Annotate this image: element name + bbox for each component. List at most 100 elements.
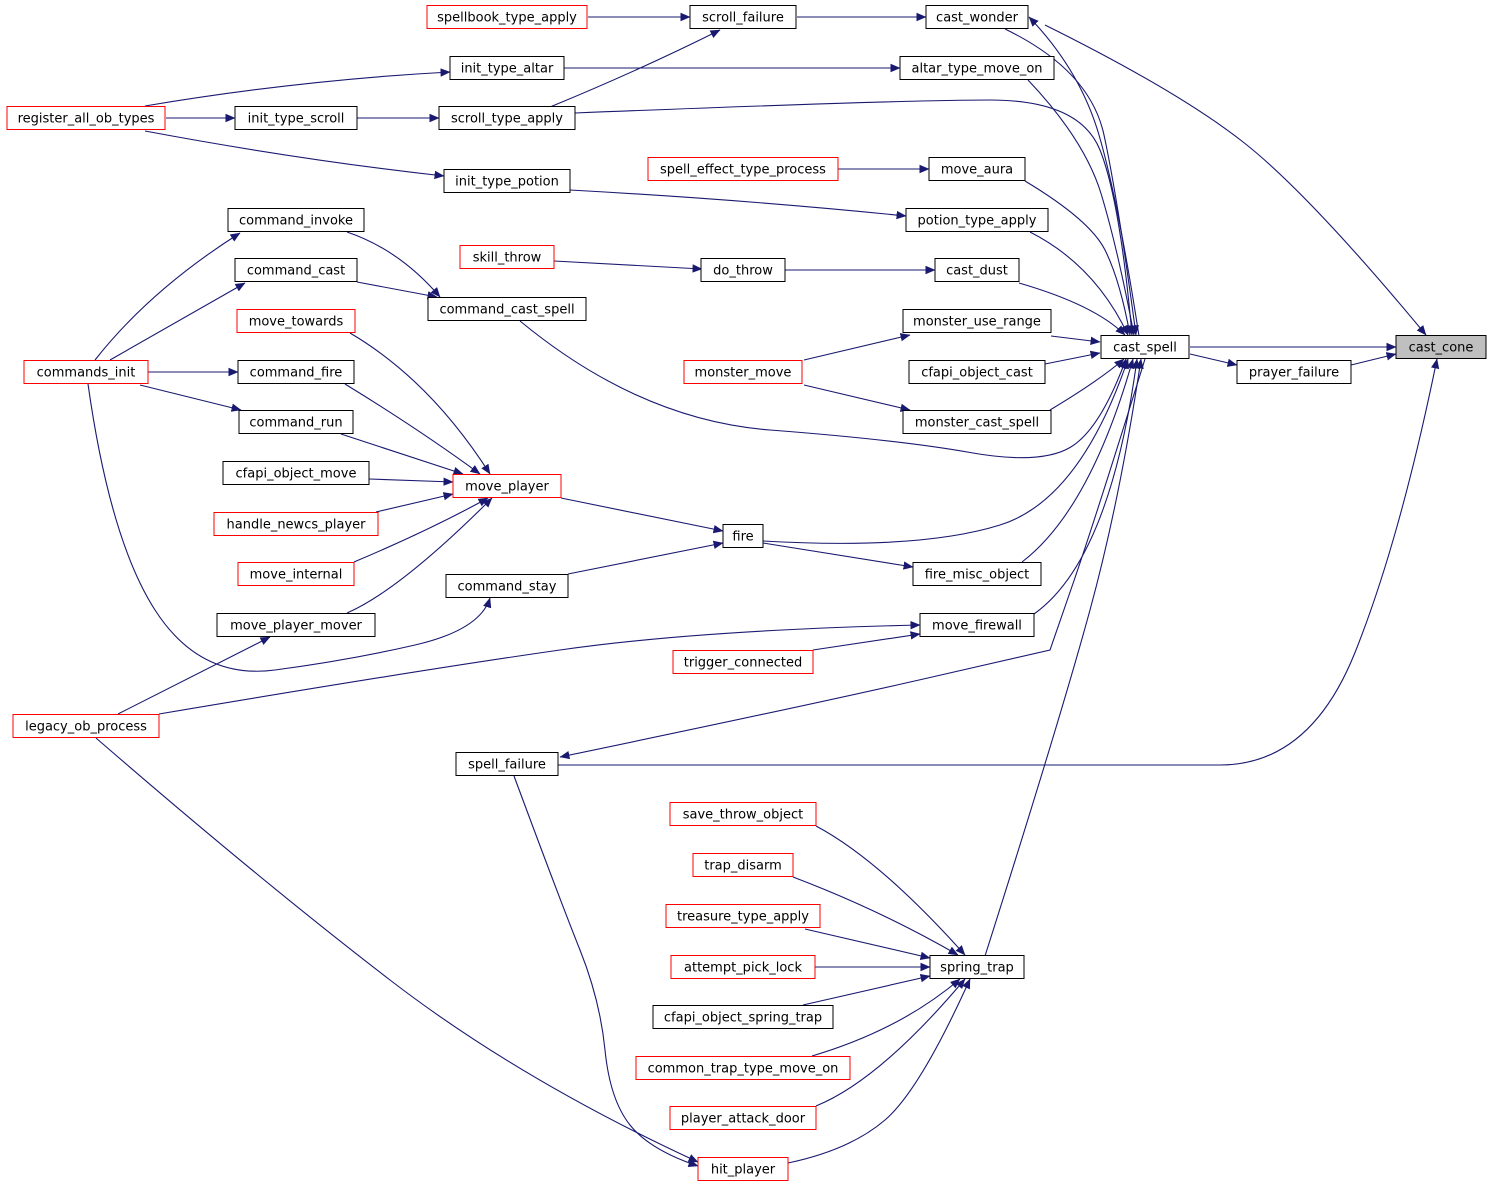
edge-commands_init-to-command_invoke bbox=[94, 232, 241, 361]
node-label: scroll_failure bbox=[702, 11, 784, 26]
edge-init_type_potion-to-potion_type_apply bbox=[569, 189, 907, 220]
node-player_attack_door[interactable]: player_attack_door bbox=[669, 1106, 817, 1130]
node-prayer_failure[interactable]: prayer_failure bbox=[1236, 360, 1352, 384]
node-box bbox=[238, 410, 354, 434]
node-box bbox=[1100, 335, 1190, 359]
node-label: commands_init bbox=[37, 366, 136, 381]
node-box bbox=[689, 5, 797, 29]
node-label: legacy_ob_process bbox=[25, 720, 147, 735]
node-spring_trap[interactable]: spring_trap bbox=[929, 955, 1025, 979]
node-spell_failure[interactable]: spell_failure bbox=[455, 752, 559, 776]
node-monster_use_range[interactable]: monster_use_range bbox=[902, 309, 1052, 333]
node-box bbox=[443, 169, 571, 193]
node-command_fire[interactable]: command_fire bbox=[237, 360, 355, 384]
node-move_player[interactable]: move_player bbox=[452, 474, 562, 498]
node-label: hit_player bbox=[711, 1163, 776, 1178]
node-move_player_mover[interactable]: move_player_mover bbox=[216, 613, 376, 637]
node-scroll_type_apply[interactable]: scroll_type_apply bbox=[438, 106, 576, 130]
node-cfapi_object_spring_trap[interactable]: cfapi_object_spring_trap bbox=[652, 1005, 834, 1029]
node-init_type_scroll[interactable]: init_type_scroll bbox=[234, 106, 358, 130]
node-command_stay[interactable]: command_stay bbox=[445, 574, 569, 598]
node-box bbox=[919, 613, 1035, 637]
node-command_invoke[interactable]: command_invoke bbox=[227, 208, 365, 232]
node-label: altar_type_move_on bbox=[911, 62, 1042, 77]
node-box bbox=[237, 360, 355, 384]
edge-command_cast-to-command_cast_spell bbox=[356, 281, 438, 300]
edge-command_stay-to-fire bbox=[567, 540, 724, 575]
node-trap_disarm[interactable]: trap_disarm bbox=[692, 853, 794, 877]
node-handle_newcs_player[interactable]: handle_newcs_player bbox=[213, 512, 379, 536]
node-box bbox=[899, 56, 1055, 80]
node-box bbox=[452, 474, 562, 498]
node-cast_cone[interactable]: cast_cone bbox=[1395, 335, 1487, 359]
node-monster_move[interactable]: monster_move bbox=[683, 360, 803, 384]
node-init_type_potion[interactable]: init_type_potion bbox=[443, 169, 571, 193]
node-cast_spell[interactable]: cast_spell bbox=[1100, 335, 1190, 359]
node-cast_wonder[interactable]: cast_wonder bbox=[925, 5, 1029, 29]
node-label: init_type_altar bbox=[461, 62, 554, 77]
node-box bbox=[216, 613, 376, 637]
node-box bbox=[902, 410, 1052, 434]
node-box bbox=[700, 258, 786, 282]
node-save_throw_object[interactable]: save_throw_object bbox=[669, 802, 817, 826]
node-treasure_type_apply[interactable]: treasure_type_apply bbox=[665, 904, 821, 928]
edge-command_fire-to-move_player bbox=[344, 383, 481, 475]
node-commands_init[interactable]: commands_init bbox=[23, 360, 149, 384]
node-spellbook_type_apply[interactable]: spellbook_type_apply bbox=[426, 5, 588, 29]
node-move_internal[interactable]: move_internal bbox=[237, 562, 355, 586]
edge-commands_init-to-command_cast bbox=[109, 282, 246, 361]
node-skill_throw[interactable]: skill_throw bbox=[459, 245, 555, 269]
edge-hit_player-to-spring_trap bbox=[787, 978, 971, 1164]
node-move_aura[interactable]: move_aura bbox=[928, 157, 1026, 181]
edge-cfapi_object_spring_trap-to-spring_trap bbox=[802, 974, 931, 1006]
node-cfapi_object_cast[interactable]: cfapi_object_cast bbox=[908, 360, 1046, 384]
edge-skill_throw-to-do_throw bbox=[553, 260, 703, 273]
node-potion_type_apply[interactable]: potion_type_apply bbox=[905, 208, 1049, 232]
node-trigger_connected[interactable]: trigger_connected bbox=[672, 650, 814, 674]
node-label: spell_effect_type_process bbox=[660, 163, 826, 178]
node-monster_cast_spell[interactable]: monster_cast_spell bbox=[902, 410, 1052, 434]
node-label: handle_newcs_player bbox=[227, 518, 367, 533]
node-label: command_cast_spell bbox=[439, 303, 574, 318]
node-fire_misc_object[interactable]: fire_misc_object bbox=[912, 562, 1042, 586]
node-box bbox=[1395, 335, 1487, 359]
node-fire[interactable]: fire bbox=[722, 524, 764, 548]
node-do_throw[interactable]: do_throw bbox=[700, 258, 786, 282]
node-label: move_aura bbox=[941, 163, 1013, 178]
node-cfapi_object_move[interactable]: cfapi_object_move bbox=[222, 461, 370, 485]
edge-register_all_ob_types-to-init_type_potion bbox=[144, 130, 445, 180]
node-command_run[interactable]: command_run bbox=[238, 410, 354, 434]
node-command_cast_spell[interactable]: command_cast_spell bbox=[427, 297, 587, 321]
edge-cfapi_object_cast-to-cast_spell bbox=[1044, 350, 1101, 365]
edge-legacy_ob_process-to-move_player_mover bbox=[117, 636, 271, 715]
node-label: cast_wonder bbox=[936, 11, 1019, 26]
node-cast_dust[interactable]: cast_dust bbox=[934, 258, 1020, 282]
node-common_trap_type_move_on[interactable]: common_trap_type_move_on bbox=[635, 1056, 851, 1080]
node-box bbox=[6, 106, 166, 130]
node-box bbox=[912, 562, 1042, 586]
node-box bbox=[905, 208, 1049, 232]
node-legacy_ob_process[interactable]: legacy_ob_process bbox=[12, 714, 160, 738]
node-altar_type_move_on[interactable]: altar_type_move_on bbox=[899, 56, 1055, 80]
node-register_all_ob_types[interactable]: register_all_ob_types bbox=[6, 106, 166, 130]
node-move_towards[interactable]: move_towards bbox=[236, 309, 356, 333]
node-box bbox=[23, 360, 149, 384]
node-hit_player[interactable]: hit_player bbox=[697, 1157, 789, 1181]
node-spell_effect_type_process[interactable]: spell_effect_type_process bbox=[647, 157, 839, 181]
node-init_type_altar[interactable]: init_type_altar bbox=[449, 56, 565, 80]
node-label: move_firewall bbox=[932, 619, 1022, 634]
node-label: do_throw bbox=[713, 264, 773, 279]
node-box bbox=[928, 157, 1026, 181]
node-label: spring_trap bbox=[940, 961, 1014, 976]
node-label: trigger_connected bbox=[684, 656, 802, 671]
node-scroll_failure[interactable]: scroll_failure bbox=[689, 5, 797, 29]
node-command_cast[interactable]: command_cast bbox=[234, 258, 358, 282]
node-attempt_pick_lock[interactable]: attempt_pick_lock bbox=[670, 955, 816, 979]
edge-handle_newcs_player-to-move_player bbox=[375, 492, 454, 513]
node-move_firewall[interactable]: move_firewall bbox=[919, 613, 1035, 637]
edge-command_invoke-to-command_cast_spell bbox=[346, 231, 441, 298]
edge-save_throw_object-to-spring_trap bbox=[815, 825, 966, 956]
edge-register_all_ob_types-to-init_type_altar bbox=[144, 68, 451, 107]
edge-commands_init-to-command_stay bbox=[87, 383, 492, 672]
node-label: monster_move bbox=[695, 366, 792, 381]
